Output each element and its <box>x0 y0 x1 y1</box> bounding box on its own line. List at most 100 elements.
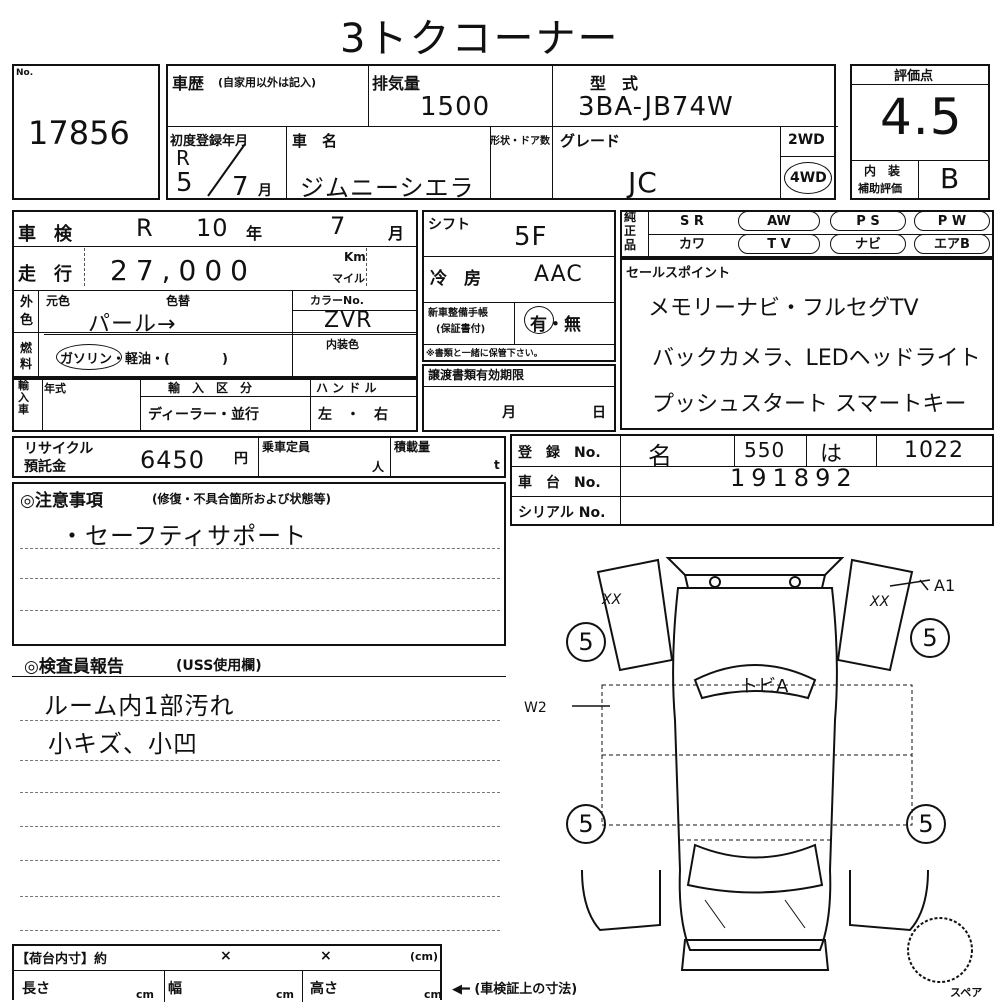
sales-point-2: バックカメラ、LEDヘッドライト <box>652 346 981 371</box>
recycle-block <box>12 436 506 478</box>
color-no-value: ZVR <box>324 308 373 333</box>
reg-area: 名 <box>648 442 673 470</box>
capacity-unit: 人 <box>372 460 385 474</box>
caution-block <box>12 482 506 646</box>
cargo-label: 【荷台内寸】約 <box>16 952 108 967</box>
shift-label: シフト <box>428 217 470 233</box>
inspection-era: R <box>136 214 154 242</box>
equip-tv: T V <box>738 234 820 254</box>
original-color-value: パール→ <box>88 312 177 337</box>
drive-4wd-circle <box>784 162 832 194</box>
aircon-value: AAC <box>534 262 583 287</box>
score-label: 評価点 <box>894 69 934 84</box>
mileage-label: 走 行 <box>18 264 72 285</box>
spare-label: スペア <box>950 986 983 999</box>
equip-aw: AW <box>738 211 820 231</box>
cargo-length-unit: cm <box>136 988 154 1001</box>
equip-airbag: エアB <box>914 234 990 254</box>
capacity-label: 乗車定員 <box>262 440 311 454</box>
inspection-label: 車 検 <box>18 224 72 245</box>
tire-rear-left: 5 <box>566 622 606 662</box>
manual-yes-circle <box>524 306 554 334</box>
inspector-line-2: 小キズ、小凹 <box>48 730 198 758</box>
equip-ps: P S <box>830 211 906 231</box>
page-title: 3トクコーナー <box>340 16 620 62</box>
reg-kana: は <box>820 442 844 467</box>
model-label: 型 式 <box>590 74 639 93</box>
lot-no-label: No. <box>16 68 34 78</box>
score-value: 4.5 <box>880 88 963 146</box>
reg-label: 登 録 No. <box>518 445 601 461</box>
load-label: 積載量 <box>394 440 431 454</box>
cargo-unit: (cm) <box>410 950 439 963</box>
interior-color-label: 内装色 <box>326 338 359 351</box>
caution-note: (修復・不具合箇所および状態等) <box>152 492 331 506</box>
equip-pw: P W <box>914 211 990 231</box>
first-registration-era: R <box>176 146 191 170</box>
chassis-value: 191892 <box>730 464 858 492</box>
original-color-label: 元色 <box>46 294 71 308</box>
registration-block <box>510 434 994 526</box>
inspection-month: 7 <box>330 212 347 240</box>
sales-points-box <box>620 258 994 430</box>
shift-block <box>422 210 616 362</box>
color-no-label: カラーNo. <box>310 294 364 307</box>
aircon-label: 冷 房 <box>430 269 481 289</box>
inspection-month-unit: 月 <box>388 224 405 243</box>
sales-point-3: プッシュスタート スマートキー <box>652 392 967 417</box>
lot-number-box: No. 17856 <box>12 64 160 200</box>
cargo-length-label: 長さ <box>22 981 50 997</box>
shift-value: 5F <box>514 222 548 252</box>
import-block <box>12 378 418 432</box>
recycle-label-2: 預託金 <box>24 459 66 475</box>
transfer-label: 譲渡書類有効期限 <box>428 368 525 382</box>
interior-grade: B <box>940 162 961 195</box>
recycle-value: 6450 <box>140 446 206 474</box>
mileage-value: 27,000 <box>110 254 256 287</box>
reg-num: 1022 <box>904 438 964 463</box>
inspector-line-1: ルーム内1部汚れ <box>44 692 235 720</box>
equip-navi: ナビ <box>830 234 906 254</box>
mark-left-xx: XX <box>602 592 622 608</box>
fuel-selected-circle <box>56 344 122 370</box>
manual-note: ※書類と一緒に保管下さい。 <box>426 349 543 359</box>
first-registration-month: 7 <box>232 172 250 202</box>
displacement-label: 排気量 <box>372 74 421 93</box>
chassis-label: 車 台 No. <box>518 475 601 491</box>
shape-door-label: 形状・ドア数 <box>490 136 550 147</box>
import-type-value: ディーラー・並行 <box>148 407 260 423</box>
mileage-unit-km: Km <box>344 250 366 264</box>
tire-rear-right: 5 <box>910 618 950 658</box>
inspection-year: 10 <box>196 214 229 242</box>
equip-sr: S R <box>680 214 704 229</box>
cargo-x1: × <box>220 948 232 964</box>
cargo-arrow-note: ◀━ (車検証上の寸法) <box>452 982 578 997</box>
inspector-label: ◎検査員報告 <box>24 657 124 677</box>
transfer-day-unit: 日 <box>592 405 606 421</box>
mark-right-xx: XX <box>870 594 890 610</box>
displacement-value: 1500 <box>420 92 491 122</box>
drive-4wd: 4WD <box>790 170 827 186</box>
history-label: 車歴 <box>172 74 205 93</box>
load-unit: t <box>494 458 500 472</box>
serial-label: シリアル No. <box>518 505 606 521</box>
import-type-label: 輸 入 区 分 <box>168 381 253 395</box>
vehicle-damage-diagram <box>572 557 973 983</box>
manual-label: 新車整備手帳 <box>428 308 488 319</box>
car-name-value: ジムニーシエラ <box>300 174 475 202</box>
import-label: 輸入車 <box>18 379 29 416</box>
history-note: (自家用以外は記入) <box>218 76 317 89</box>
cargo-x2: × <box>320 948 332 964</box>
genuine-label: 純正品 <box>624 210 637 252</box>
outer-color-label: 外色 <box>20 295 34 328</box>
interior-sub-label: 補助評価 <box>858 182 902 195</box>
cargo-width-unit: cm <box>276 988 294 1001</box>
sales-points-label: セールスポイント <box>626 266 731 281</box>
caution-label: ◎注意事項 <box>20 491 103 511</box>
repaint-label: 色替 <box>166 294 191 308</box>
handle-label: ハ ン ド ル <box>316 381 377 395</box>
transfer-block <box>422 364 616 432</box>
mileage-box <box>84 248 329 286</box>
inspection-block <box>12 210 418 378</box>
tire-front-right: 5 <box>906 804 946 844</box>
